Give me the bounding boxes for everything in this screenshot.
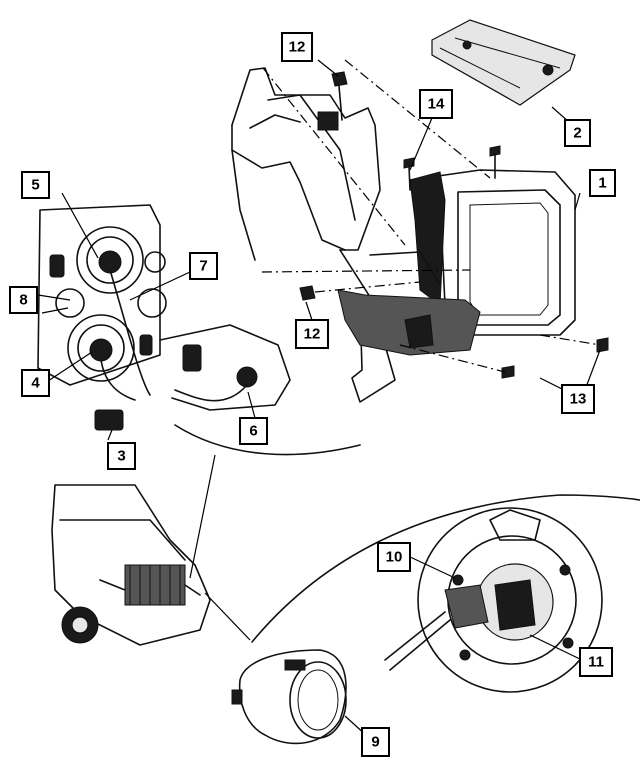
fender-body-part	[231, 67, 396, 403]
assembly-line-c	[261, 269, 471, 273]
callout-label: 4	[31, 375, 40, 392]
assembly-line-d	[314, 281, 421, 293]
fog-lamp-housing-part	[337, 251, 481, 356]
detail-link-line-b	[204, 592, 251, 641]
shield-cover-part	[431, 19, 576, 106]
fog-lamp-part	[231, 649, 347, 745]
bulb-socket-detail	[159, 324, 291, 411]
callout-2: 2	[564, 119, 591, 147]
callout-label: 8	[19, 292, 27, 309]
callout-label: 5	[31, 177, 39, 194]
fasteners-part	[299, 71, 609, 379]
assembly-line-a	[262, 67, 406, 246]
assembly-line-e	[399, 344, 506, 373]
detail-arc-upper	[174, 424, 361, 456]
fog-lamp-rear-closeup	[384, 507, 603, 693]
callout-12-mid: 12	[295, 319, 329, 349]
callout-label: 10	[386, 549, 403, 566]
detail-link-line	[189, 454, 216, 579]
assembly-line-b	[344, 59, 491, 179]
callout-4: 4	[21, 369, 50, 397]
callout-12-top: 12	[281, 32, 313, 62]
callout-label: 1	[598, 175, 606, 192]
callout-3: 3	[107, 442, 136, 470]
callout-label: 14	[428, 96, 445, 113]
callout-14: 14	[419, 89, 453, 119]
callout-6: 6	[239, 417, 268, 445]
callout-10: 10	[377, 542, 411, 572]
callout-9: 9	[361, 727, 390, 757]
callout-label: 12	[289, 39, 306, 56]
callout-1: 1	[589, 169, 616, 197]
callout-label: 3	[117, 448, 125, 465]
callout-label: 6	[249, 423, 257, 440]
callout-11: 11	[579, 647, 613, 677]
headlamp-rear-view	[37, 204, 167, 431]
callout-8: 8	[9, 286, 38, 314]
assembly-line-f	[539, 334, 601, 346]
callout-label: 7	[199, 258, 207, 275]
callout-label: 2	[573, 125, 581, 142]
callout-5: 5	[21, 171, 50, 199]
callout-label: 13	[570, 391, 587, 408]
callout-13: 13	[561, 384, 595, 414]
callout-label: 11	[588, 654, 604, 671]
callout-label: 12	[304, 326, 321, 343]
callout-label: 9	[371, 734, 379, 751]
detail-arc-lower	[251, 494, 640, 643]
vehicle-front-view	[51, 484, 211, 646]
leader-lines	[37, 59, 601, 737]
callout-7: 7	[189, 252, 218, 280]
